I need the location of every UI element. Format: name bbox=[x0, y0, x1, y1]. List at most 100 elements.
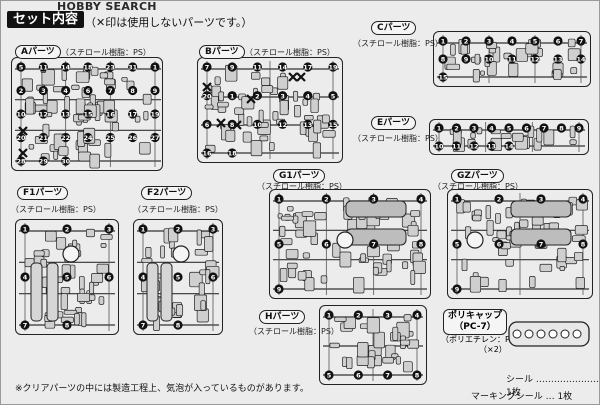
part-shape bbox=[297, 271, 307, 281]
part-number-label: 3 bbox=[385, 312, 390, 320]
runner-f1-label: F1パーツ bbox=[17, 186, 69, 200]
part-shape bbox=[98, 296, 105, 305]
part-number-badge bbox=[321, 239, 331, 249]
part-shape bbox=[91, 273, 104, 283]
part-number-label: 28 bbox=[16, 158, 26, 166]
part-number-badge bbox=[412, 310, 422, 320]
part-number-label: 13 bbox=[553, 56, 562, 64]
part-number-label: 6 bbox=[497, 241, 502, 249]
part-number-badge bbox=[38, 62, 48, 72]
part-number-label: 8 bbox=[65, 322, 70, 330]
part-number-label: 1 bbox=[230, 92, 235, 100]
part-shape bbox=[508, 62, 519, 77]
part-number-badge bbox=[461, 54, 471, 64]
part-number-badge bbox=[504, 123, 514, 133]
part-shape bbox=[286, 262, 298, 269]
part-number-label: 1 bbox=[437, 125, 442, 133]
part-shape bbox=[143, 110, 149, 121]
part-number-label: 2 bbox=[19, 87, 24, 95]
part-shape bbox=[386, 259, 392, 273]
runner-gate-ring bbox=[336, 231, 354, 249]
part-number-label: 9 bbox=[153, 87, 158, 95]
part-number-badge bbox=[38, 132, 48, 143]
part-number-badge bbox=[16, 85, 26, 96]
part-shape bbox=[392, 326, 399, 341]
part-number-badge bbox=[553, 54, 563, 64]
part-number-badge bbox=[321, 194, 331, 204]
part-number-label: 8 bbox=[441, 56, 446, 64]
runner-gate-ring bbox=[172, 245, 190, 263]
part-shape bbox=[58, 146, 69, 156]
part-number-badge bbox=[61, 85, 71, 96]
runner-h-label: Hパーツ bbox=[259, 310, 306, 324]
part-shape bbox=[234, 107, 245, 115]
part-number-badge bbox=[536, 239, 546, 249]
part-number-label: 4 bbox=[141, 274, 146, 282]
part-number-badge bbox=[434, 123, 444, 133]
part-shape bbox=[485, 205, 491, 220]
part-number-label: 25 bbox=[106, 134, 116, 142]
part-number-label: 7 bbox=[23, 322, 28, 330]
part-number-label: 11 bbox=[253, 64, 263, 72]
part-number-badge bbox=[150, 109, 160, 119]
part-shape bbox=[63, 309, 78, 315]
part-number-badge bbox=[104, 272, 114, 282]
part-shape bbox=[104, 142, 112, 158]
part-shape bbox=[142, 93, 152, 105]
part-number-label: 2 bbox=[454, 125, 459, 133]
part-number-badge bbox=[61, 132, 71, 143]
part-shape bbox=[176, 304, 184, 317]
part-number-badge bbox=[507, 54, 517, 64]
part-number-label: 5 bbox=[331, 92, 336, 100]
part-shape bbox=[304, 115, 314, 121]
part-number-label: 17 bbox=[303, 64, 312, 72]
part-number-badge bbox=[461, 36, 471, 46]
part-number-badge bbox=[173, 320, 183, 330]
part-shape bbox=[89, 153, 100, 169]
part-shape bbox=[53, 150, 59, 160]
part-shape bbox=[403, 361, 413, 373]
part-number-badge bbox=[274, 239, 284, 249]
part-number-label: 7 bbox=[539, 241, 544, 249]
part-number-badge bbox=[576, 36, 586, 46]
part-shape bbox=[89, 281, 95, 294]
part-number-label: 5 bbox=[327, 372, 332, 380]
part-shape bbox=[196, 229, 202, 246]
part-number-badge bbox=[486, 123, 497, 133]
runner-g1-material: （スチロール樹脂：PS） bbox=[257, 182, 347, 191]
part-number-label: 9 bbox=[577, 125, 582, 133]
part-number-label: 6 bbox=[556, 38, 561, 46]
unused-x-mark bbox=[18, 126, 28, 136]
part-number-badge bbox=[62, 320, 72, 330]
part-number-label: 16 bbox=[106, 111, 116, 119]
part-shape bbox=[332, 242, 341, 258]
part-number-label: 18 bbox=[83, 64, 93, 72]
part-shape bbox=[342, 356, 348, 367]
part-number-label: 27 bbox=[150, 134, 159, 142]
part-number-badge bbox=[105, 62, 115, 72]
runner-c-material: （スチロール樹脂：PS） bbox=[353, 39, 443, 48]
part-shape bbox=[225, 129, 236, 142]
part-number-badge bbox=[128, 109, 138, 119]
part-shape bbox=[400, 339, 411, 346]
part-number-label: 5 bbox=[455, 241, 460, 249]
part-number-badge bbox=[252, 91, 262, 101]
runner-e-material: （スチロール樹脂：PS） bbox=[353, 134, 443, 143]
part-number-label: 2 bbox=[255, 92, 260, 100]
part-shape bbox=[531, 216, 544, 226]
runner-e-frame bbox=[429, 119, 589, 155]
unused-x-mark bbox=[216, 118, 226, 128]
part-shape bbox=[285, 249, 299, 259]
part-number-badge bbox=[416, 194, 426, 204]
part-number-label: 3 bbox=[211, 226, 216, 234]
part-number-badge bbox=[128, 85, 138, 96]
part-number-label: 7 bbox=[579, 38, 584, 46]
part-shape bbox=[574, 225, 588, 235]
polycap-socket bbox=[572, 329, 582, 339]
part-number-badge bbox=[553, 36, 563, 46]
part-shape bbox=[279, 225, 286, 237]
part-number-label: 8 bbox=[419, 241, 424, 249]
unused-x-mark bbox=[202, 82, 212, 92]
part-number-label: 14 bbox=[504, 143, 514, 151]
polycap-title-line1: ポリキャップ bbox=[448, 311, 503, 321]
